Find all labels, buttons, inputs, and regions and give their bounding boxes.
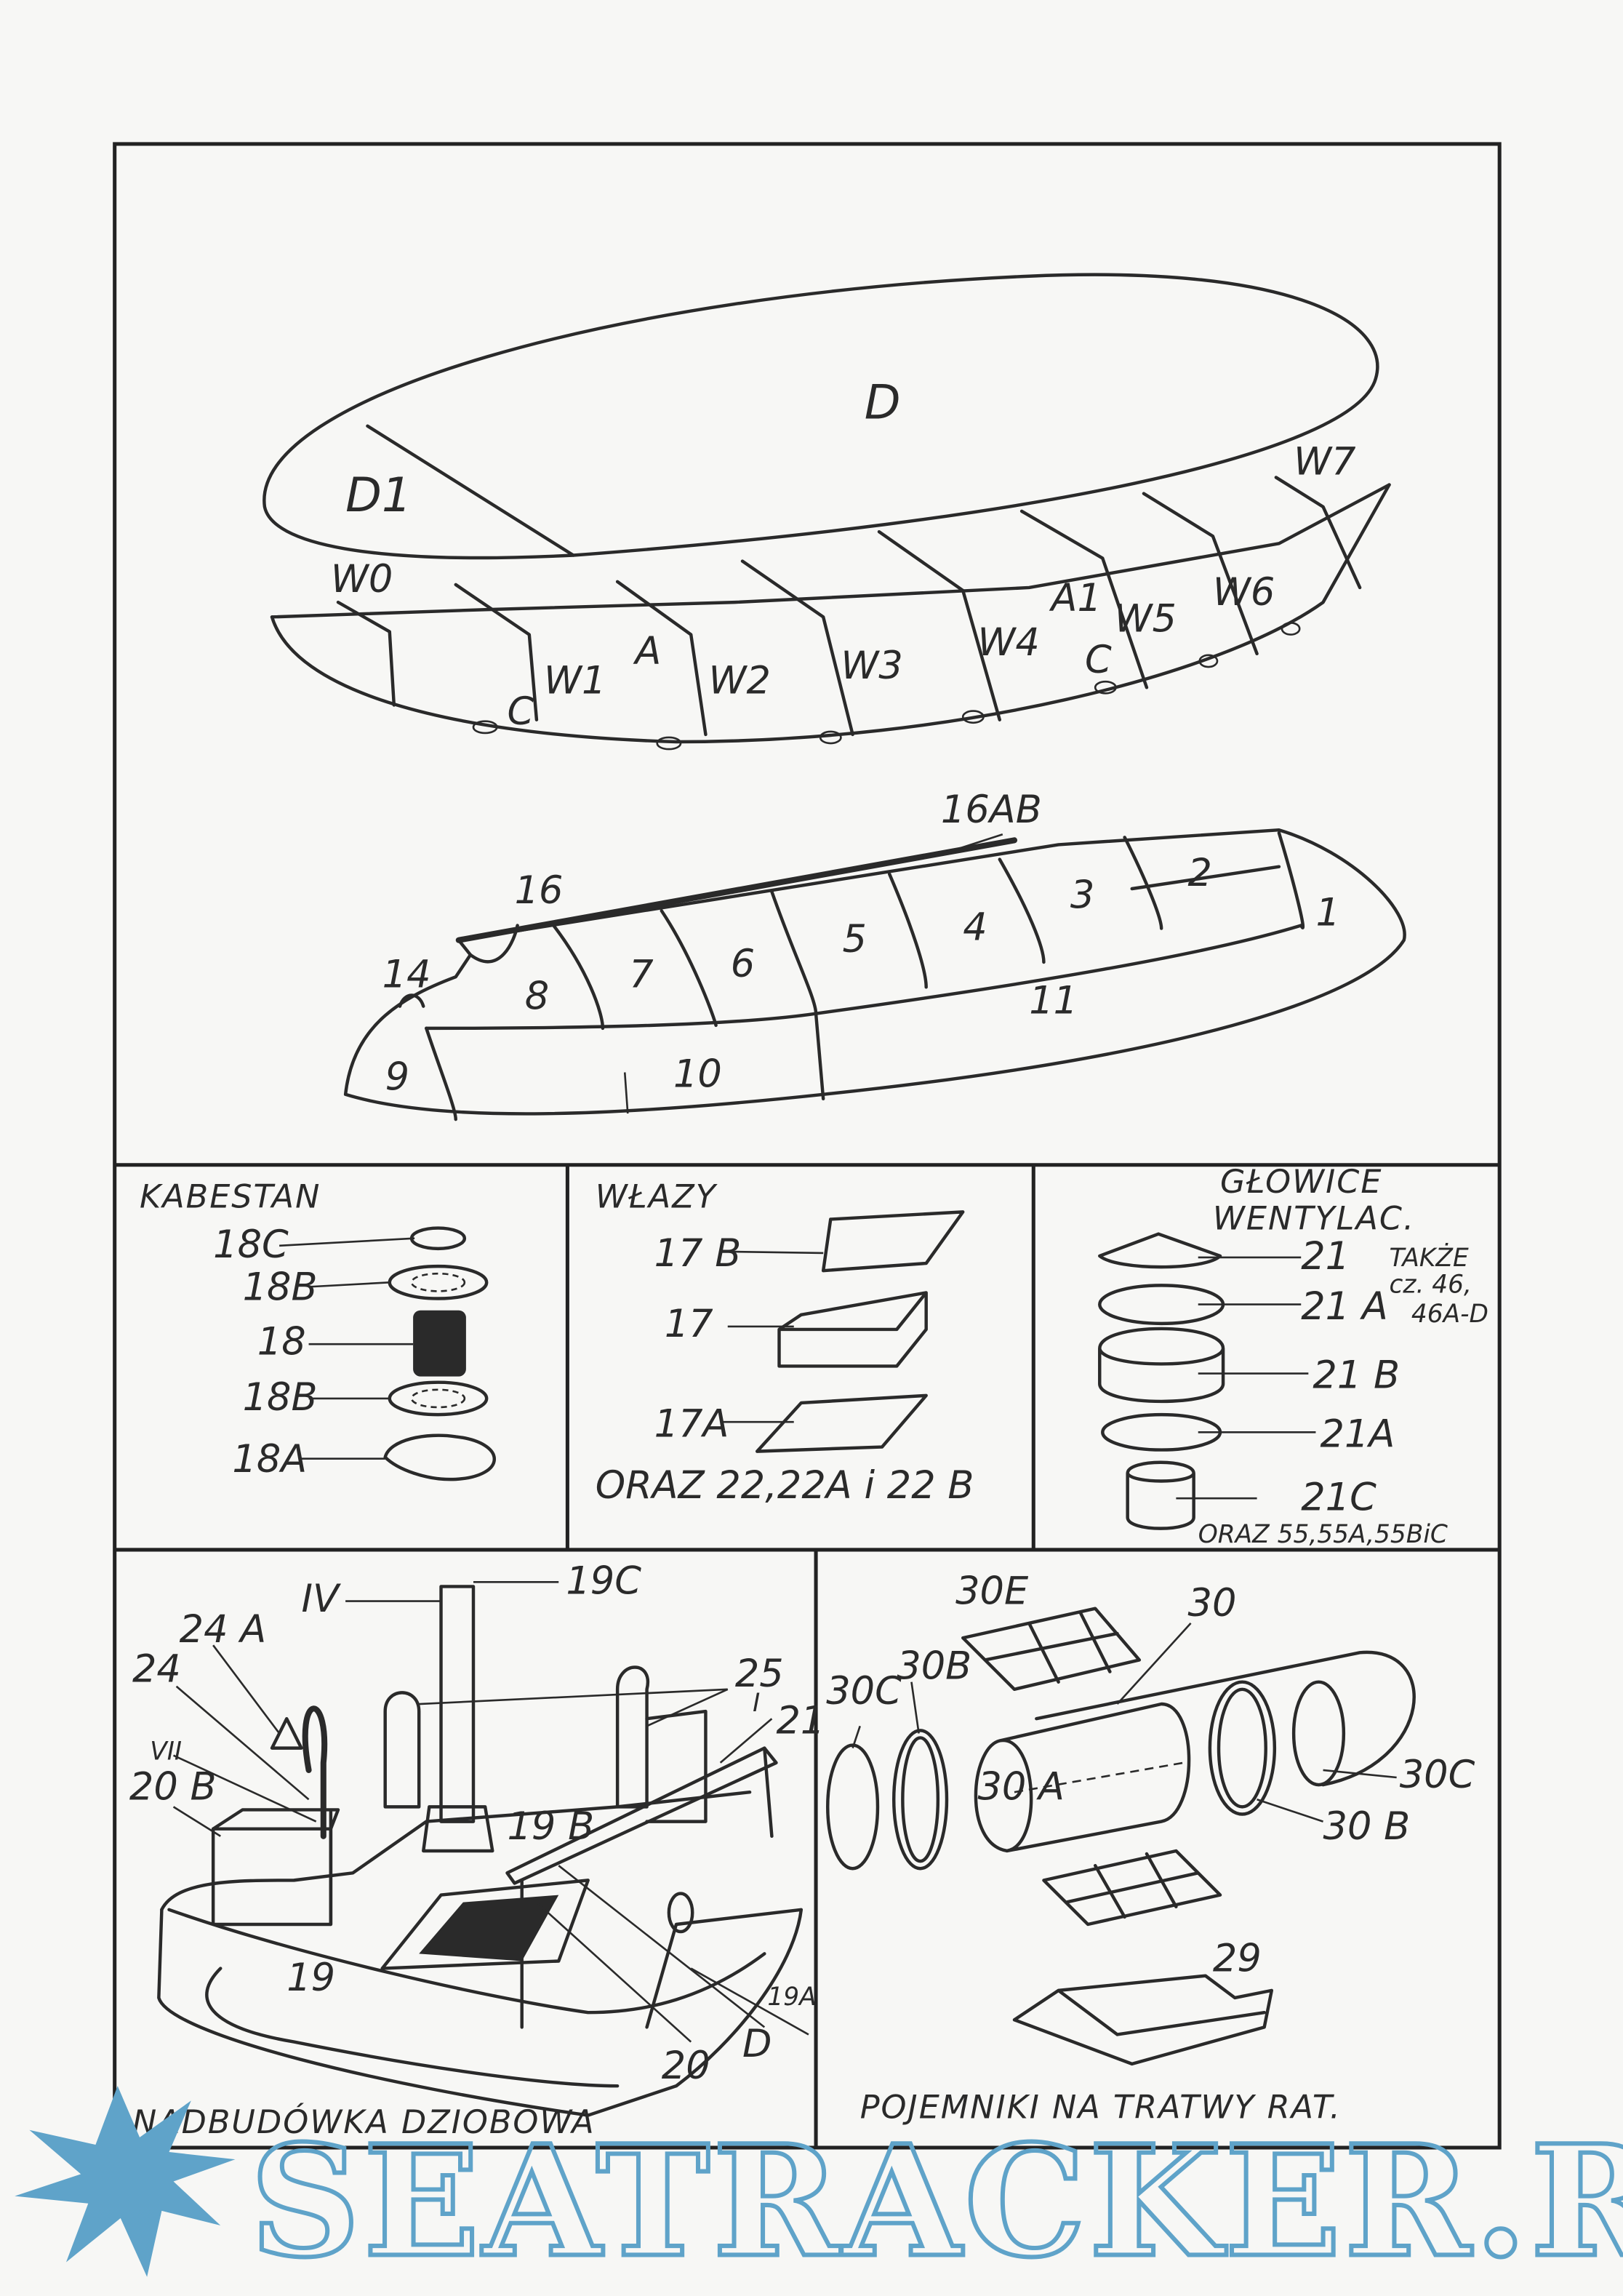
label-30: 30: [1188, 1581, 1237, 1625]
label-5: 5: [842, 917, 866, 961]
label-18C: 18C: [213, 1223, 289, 1267]
label-IV: IV: [301, 1577, 341, 1621]
label-19B: 19 B: [508, 1804, 595, 1849]
label-17B: 17 B: [654, 1231, 742, 1276]
label-20B: 20 B: [129, 1764, 217, 1809]
label-C2: C: [1085, 638, 1112, 682]
label-30C-left: 30C: [826, 1669, 902, 1713]
glowice-panel: GŁOWICE WENTYLAC. 21 21 A 21 B 21A 21C T…: [1098, 1164, 1488, 1549]
label-30B-right: 30 B: [1323, 1804, 1411, 1849]
label-W4: W4: [977, 620, 1039, 665]
label-16AB: 16AB: [941, 788, 1042, 832]
sun-logo-icon: [15, 2086, 236, 2277]
label-17A: 17A: [654, 1401, 729, 1446]
label-D-nadbudowka: D: [742, 2022, 772, 2066]
label-VII: VII: [150, 1737, 182, 1767]
label-21A-bottom: 21A: [1321, 1412, 1395, 1457]
label-20: 20: [662, 2044, 710, 2088]
label-25: 25: [735, 1652, 784, 1696]
pojemniki-panel: 30E 30 30C 30B 30 A 30C 30 B 29 POJEMNIK…: [826, 1569, 1475, 2127]
label-21C: 21C: [1301, 1475, 1376, 1519]
label-14: 14: [382, 952, 431, 996]
label-21B: 21 B: [1313, 1353, 1400, 1398]
glowice-title-1: GŁOWICE: [1220, 1164, 1382, 1201]
panel-frames: [113, 142, 1502, 2150]
label-30E: 30E: [955, 1569, 1029, 1614]
label-19A: 19A: [767, 1983, 816, 2012]
label-4: 4: [963, 905, 987, 950]
label-18: 18: [257, 1319, 306, 1364]
label-W6: W6: [1213, 570, 1275, 615]
label-1: 1: [1315, 891, 1339, 935]
label-A1: A1: [1049, 576, 1102, 620]
label-17: 17: [665, 1302, 713, 1346]
hull-deck-diagram: D D1 W0 W1 A W2 W3 W4 C A1 W5 W6 W7 C: [263, 273, 1391, 751]
label-W0: W0: [331, 557, 393, 601]
glowice-title-2: WENTYLAC.: [1213, 1201, 1415, 1238]
wlazy-note: ORAZ 22,22A i 22 B: [596, 1463, 974, 1508]
label-21-nadbudowka: 21: [776, 1698, 825, 1743]
label-30C-right: 30C: [1400, 1753, 1475, 1797]
label-18A: 18A: [232, 1437, 307, 1481]
label-21: 21: [1301, 1234, 1350, 1279]
seatracker-watermark: SEATRACKER.RU: [15, 2086, 1623, 2293]
label-24: 24: [132, 1647, 181, 1692]
label-W7: W7: [1294, 439, 1355, 484]
label-24A: 24 A: [180, 1607, 267, 1652]
label-D1: D1: [345, 468, 412, 523]
label-D: D: [865, 376, 901, 431]
label-2: 2: [1188, 851, 1212, 895]
label-C: C: [508, 689, 534, 734]
label-21A-top: 21 A: [1301, 1284, 1388, 1329]
label-30B-left: 30B: [897, 1644, 971, 1689]
glowice-note: ORAZ 55,55A,55BiC: [1198, 1520, 1448, 1549]
kabestan-title: KABESTAN: [140, 1178, 321, 1215]
wlazy-title: WŁAZY: [596, 1178, 718, 1215]
label-18B-bottom: 18B: [243, 1375, 318, 1420]
watermark-text: SEATRACKER.RU: [250, 2112, 1623, 2292]
label-19: 19: [286, 1956, 335, 2000]
label-30A: 30 A: [977, 1764, 1065, 1809]
label-19C: 19C: [566, 1559, 641, 1604]
kabestan-panel: KABESTAN 18C 18B 18 18B 18A: [140, 1178, 496, 1481]
takze-note-1: TAKŻE: [1390, 1244, 1469, 1273]
nadbudowka-panel: IV 19C 24 A 24 VII 20 B 25 I 21 19 B 19 …: [129, 1559, 825, 2141]
wlazy-panel: WŁAZY 17 B 17 17A ORAZ 22,22A i 22 B: [596, 1178, 974, 1508]
label-W2: W2: [708, 658, 770, 703]
label-8: 8: [525, 975, 549, 1019]
label-18B-top: 18B: [243, 1265, 318, 1310]
label-I: I: [753, 1689, 760, 1718]
label-16: 16: [515, 868, 564, 913]
label-11: 11: [1029, 979, 1078, 1023]
label-6: 6: [731, 942, 755, 986]
hull-side-diagram: 16AB 16 14 1 2 3 4 5 6 7 8 9 10 11: [343, 788, 1406, 1121]
label-9: 9: [385, 1055, 409, 1100]
takze-note-3: 46A-D: [1411, 1300, 1488, 1329]
label-29: 29: [1213, 1937, 1262, 1981]
label-10: 10: [673, 1052, 722, 1097]
label-W3: W3: [841, 644, 902, 688]
nadbudowka-title: NADBUDÓWKA DZIOBOWA: [132, 2103, 596, 2141]
label-A: A: [633, 629, 661, 673]
label-W1: W1: [544, 658, 606, 703]
takze-note-2: cz. 46,: [1390, 1270, 1472, 1299]
label-W5: W5: [1114, 597, 1176, 641]
label-3: 3: [1070, 873, 1094, 917]
pojemniki-title: POJEMNIKI NA TRATWY RAT.: [860, 2089, 1342, 2127]
label-7: 7: [629, 952, 653, 996]
